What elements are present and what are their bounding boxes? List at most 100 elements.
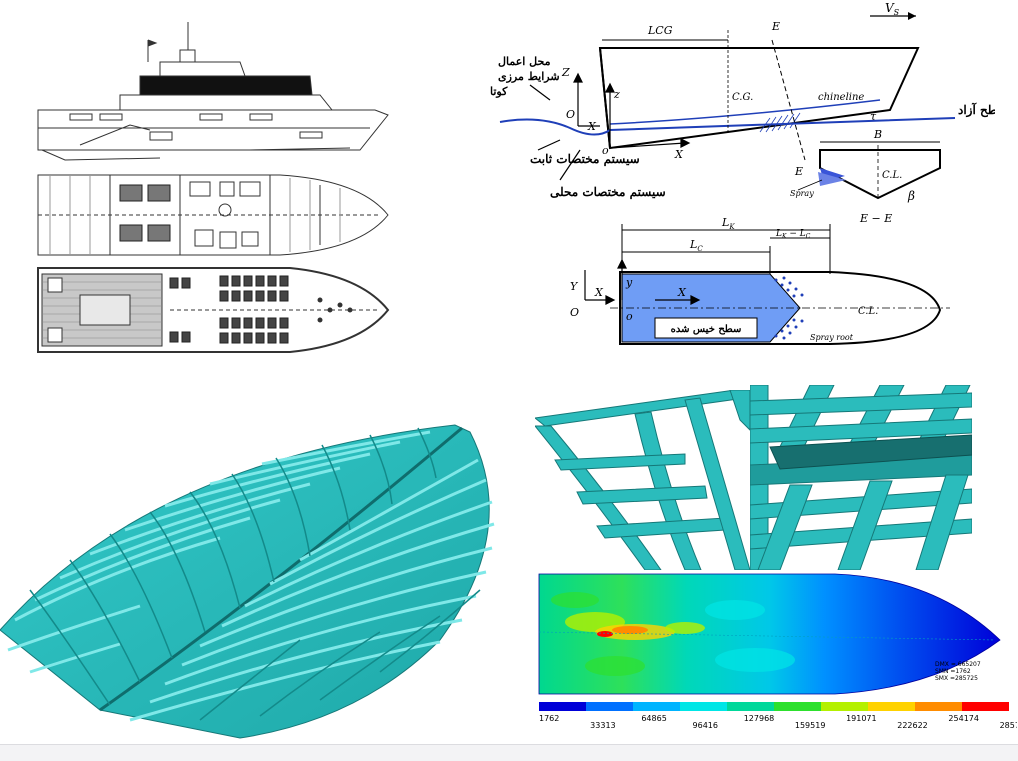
lk-lc-label: LK − LC	[775, 229, 811, 240]
legend-swatch	[633, 702, 680, 711]
legend-value: 254174	[948, 714, 979, 723]
contour-info-1: DMX =.665207	[935, 661, 981, 668]
legend-value: 96416	[693, 721, 718, 730]
fem-longitudinal-stiffeners	[7, 430, 495, 722]
local-cs-label: سیستم مختصات محلی	[550, 185, 666, 200]
chineline-label: chineline	[818, 92, 864, 103]
legend-swatch	[915, 702, 962, 711]
legend-swatch	[821, 702, 868, 711]
section-cl-label: C.L.	[882, 170, 902, 181]
legend-swatch	[680, 702, 727, 711]
fem-detail-left	[535, 390, 750, 570]
beam-label: B	[873, 128, 882, 141]
legend-value: 33313	[590, 721, 615, 730]
bottom-strip	[0, 744, 1018, 761]
section-line-ee	[771, 39, 806, 161]
plan-o-global: O	[570, 306, 579, 319]
detail-right-keel	[769, 434, 972, 470]
wetted-plan-view	[619, 271, 942, 345]
boundary-label-2: شرایط مرزی	[498, 70, 560, 83]
axis-o-local: o	[602, 144, 609, 157]
detail-left-frames	[535, 390, 750, 570]
legend-swatch	[727, 702, 774, 711]
plan-dimensions	[621, 224, 831, 274]
fem-hull-svg	[0, 424, 495, 739]
fem-detail-right	[750, 385, 972, 570]
contour-legend-bar	[539, 702, 1009, 711]
fem-hull-model	[0, 420, 520, 744]
ship-drawing	[37, 22, 390, 353]
hull-side-view	[598, 47, 920, 150]
section-ee-label: E − E	[859, 212, 892, 225]
fem-hull-shell	[0, 424, 490, 739]
plan-y-global: Y	[570, 280, 579, 293]
free-surface-label: سطح آزاد	[958, 101, 995, 118]
profile-windows	[69, 113, 323, 141]
contour-legend-labels: 1762333136486596416127968159519191071222…	[539, 714, 1017, 730]
section-e-top: E	[771, 20, 780, 33]
cg-label: C.G.	[732, 92, 753, 103]
axis-z-global: Z	[561, 66, 570, 79]
axis-x-local: X	[674, 148, 684, 161]
fem-detail-left-svg	[535, 390, 750, 570]
section-ee-view	[819, 149, 941, 200]
chine-line	[609, 99, 881, 125]
spray-root-dots	[774, 276, 804, 340]
free-surface-line	[499, 117, 956, 136]
contour-hot-spots	[551, 592, 795, 676]
ship-general-arrangement	[20, 10, 400, 370]
ship-profile-view	[37, 22, 389, 161]
legend-value: 191071	[846, 714, 877, 723]
lk-label: LK	[721, 216, 735, 231]
passenger-seating	[169, 275, 289, 344]
spray-root-label: Spray root	[810, 333, 854, 342]
legend-swatch	[774, 702, 821, 711]
contour-svg: DMX =.665207 SMN =1762 SMX =285725 17623…	[538, 573, 1017, 730]
plan-axes	[584, 258, 701, 305]
main-deck-plan	[37, 267, 390, 353]
legend-swatch	[539, 702, 586, 711]
legend-value: 127968	[744, 714, 775, 723]
trim-angle-label: τ	[870, 110, 877, 123]
boundary-label-1: محل اعمال	[498, 55, 551, 68]
legend-value: 222622	[897, 721, 928, 730]
spray-label: Spray	[790, 189, 814, 198]
wetted-surface-label: سطح خیس شده	[671, 324, 742, 335]
legend-value: 1762	[539, 714, 559, 723]
contour-info-2: SMN =1762	[935, 668, 971, 675]
engine-room-machinery	[119, 184, 171, 242]
plan-y-local: y	[625, 276, 633, 289]
legend-value: 159519	[795, 721, 826, 730]
contour-hull-outline	[538, 573, 1001, 695]
legend-swatch	[586, 702, 633, 711]
boundary-label-3: کوتا	[490, 85, 508, 98]
planing-hull-schematic: محل اعمال شرایط مرزی کوتا سیستم مختصات ث…	[410, 0, 995, 370]
section-e-bottom: E	[794, 165, 803, 178]
deadrise-label: β	[907, 189, 915, 203]
bow-deck-fittings	[317, 297, 353, 323]
legend-swatch	[868, 702, 915, 711]
legend-swatch	[962, 702, 1009, 711]
contour-centerline	[538, 631, 996, 641]
plan-x-global: X	[594, 286, 604, 299]
plan-o-local: o	[626, 310, 633, 323]
legend-value: 285725	[1000, 721, 1017, 730]
hull-frames	[49, 175, 341, 255]
spray-section	[818, 168, 846, 186]
axis-z-local: z	[613, 88, 620, 101]
axis-x-global: X	[587, 120, 597, 133]
fem-transverse-frames	[29, 427, 481, 721]
plan-cl-label: C.L.	[858, 306, 878, 317]
cabin-fixtures	[189, 181, 261, 249]
velocity-label: VS	[885, 1, 900, 17]
coordinate-axes	[529, 72, 691, 181]
hydro-diagram-svg: محل اعمال شرایط مرزی کوتا سیستم مختصات ث…	[490, 1, 995, 345]
fixed-cs-label: سیستم مختصات ثابت	[530, 152, 640, 167]
lc-label: LC	[689, 238, 703, 253]
detail-right-frames	[750, 385, 972, 570]
fem-detail-right-svg	[750, 385, 972, 570]
spray-hatching-side	[759, 112, 801, 133]
plan-x-local: X	[677, 286, 687, 299]
below-main-deck-plan	[37, 174, 389, 256]
